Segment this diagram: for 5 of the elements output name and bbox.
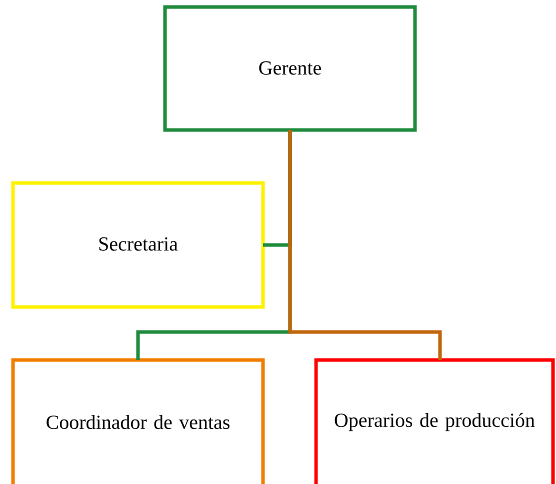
org-box: Secretaria xyxy=(11,181,265,309)
org-box: Gerente xyxy=(163,5,417,132)
org-box: Operarios de producción xyxy=(314,358,555,484)
org-box: Coordinador de ventas xyxy=(11,358,265,484)
connector-line xyxy=(288,130,442,360)
